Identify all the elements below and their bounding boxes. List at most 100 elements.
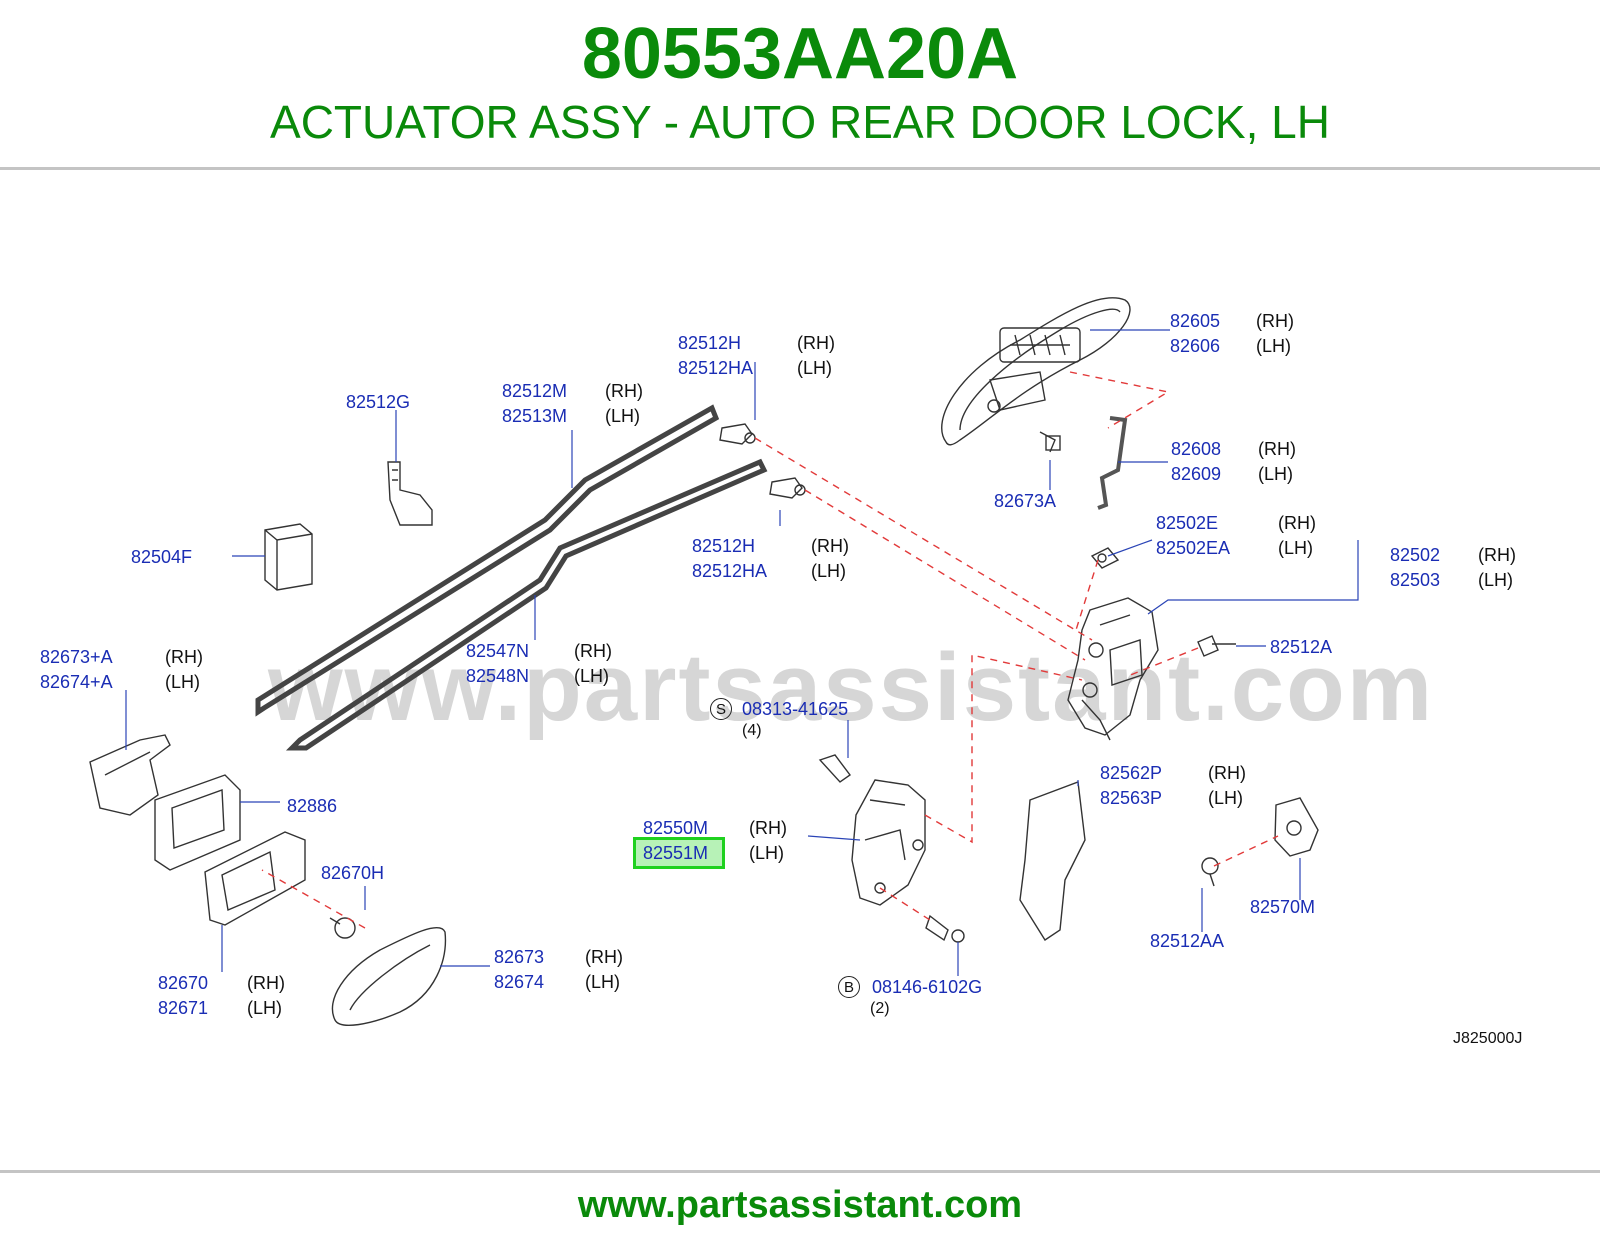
label-82550m[interactable]: 82550M [643,818,709,838]
label-82551m-selected[interactable]: 82551M [643,843,709,863]
assembly-lines [261,371,1279,929]
label-82503-side: (LH) [1478,570,1513,590]
label-82563p-side: (LH) [1208,788,1243,808]
door-latch-82502 [1067,597,1159,741]
label-82512h-top[interactable]: 82512H [678,333,742,353]
label-82609-side: (LH) [1258,464,1293,484]
leader-lines [125,329,1359,976]
label-82512ha-mid[interactable]: 82512HA [692,561,768,581]
label-82502-side: (RH) [1478,545,1516,565]
screw-82512a [1197,635,1236,657]
footer-site-link[interactable]: www.partsassistant.com [577,1184,1023,1226]
label-82562p-side: (RH) [1208,763,1246,783]
label-08146-qty: (2) [870,1000,890,1017]
block-82504f [264,523,313,591]
label-82512h-mid-side: (RH) [811,536,849,556]
label-82562p[interactable]: 82562P [1100,763,1163,783]
label-82547n[interactable]: 82547N [466,641,530,661]
label-82606-side: (LH) [1256,336,1291,356]
screw-82670h [329,917,356,939]
label-82673[interactable]: 82673 [494,947,545,967]
label-82670h[interactable]: 82670H [321,863,385,883]
label-82512ha-mid-side: (LH) [811,561,846,581]
screw-82512aa [1201,857,1219,887]
label-82512ha-top-side: (LH) [797,358,832,378]
label-82512ha-top[interactable]: 82512HA [678,358,754,378]
label-82502e[interactable]: 82502E [1156,513,1219,533]
footer-divider [0,1170,1600,1173]
label-82674-side: (LH) [585,972,620,992]
seal-82886 [154,774,241,871]
clip-82512h-mid [769,477,806,499]
rod-82547n [285,458,768,751]
label-82512m[interactable]: 82512M [502,381,568,401]
label-82670-side: (RH) [247,973,285,993]
label-82513m[interactable]: 82513M [502,406,568,426]
page-title-part-number: 80553AA20A [581,14,1019,94]
protector-82562p [1019,781,1086,941]
label-82673a[interactable]: 82673A [994,491,1057,511]
clip-82512h-top [719,423,756,445]
label-82512m-side: (RH) [605,381,643,401]
label-82512a[interactable]: 82512A [1270,637,1333,657]
diagram-reference-code: J825000J [1453,1030,1523,1047]
label-82673-plus-a[interactable]: 82673+A [40,647,113,667]
header-divider [0,167,1600,170]
inside-handle-82673 [331,927,447,1026]
label-08313-41625[interactable]: 08313-41625 [742,699,849,719]
label-82608[interactable]: 82608 [1171,439,1222,459]
bolt-08146 [925,914,965,943]
rod-82512m [255,404,720,717]
actuator-82550m [851,779,926,906]
escutcheon-82670 [204,831,306,926]
special-screw-symbol: S [710,698,732,720]
label-08313-qty: (4) [742,722,762,739]
label-82512g[interactable]: 82512G [346,392,411,412]
handle-bracket-82673a [89,734,171,816]
label-82886[interactable]: 82886 [287,796,338,816]
label-82550m-side: (RH) [749,818,787,838]
rod-82608 [1097,416,1128,510]
label-82609[interactable]: 82609 [1171,464,1222,484]
label-82551m-side: (LH) [749,843,784,863]
label-82674[interactable]: 82674 [494,972,545,992]
label-82548n[interactable]: 82548N [466,666,530,686]
label-08146-6102g[interactable]: 08146-6102G [872,977,983,997]
bolt-symbol: B [838,976,860,998]
label-82512h-mid[interactable]: 82512H [692,536,756,556]
selected-part-highlight [633,837,725,869]
label-82548n-side: (LH) [574,666,609,686]
outside-handle-82605 [941,297,1131,446]
label-82673-side: (RH) [585,947,623,967]
label-82674-plus-a[interactable]: 82674+A [40,672,113,692]
label-82502e-side: (RH) [1278,513,1316,533]
label-82673-plus-a-side: (RH) [165,647,203,667]
label-82502ea-side: (LH) [1278,538,1313,558]
bolt-82673a [1039,431,1061,453]
label-82670[interactable]: 82670 [158,973,209,993]
clip-82502e [1090,547,1120,569]
label-82512aa[interactable]: 82512AA [1150,931,1225,951]
striker-82570m [1274,797,1319,857]
label-82570m[interactable]: 82570M [1250,897,1316,917]
label-82671[interactable]: 82671 [158,998,209,1018]
label-82674-plus-a-side: (LH) [165,672,200,692]
label-82502[interactable]: 82502 [1390,545,1441,565]
label-82606[interactable]: 82606 [1170,336,1221,356]
label-82671-side: (LH) [247,998,282,1018]
watermark: www.partsassistant.com [268,634,1435,741]
page-subtitle-description: ACTUATOR ASSY - AUTO REAR DOOR LOCK, LH [270,96,1330,148]
label-82605-side: (RH) [1256,311,1294,331]
label-82502ea[interactable]: 82502EA [1156,538,1231,558]
clip-82512g [387,461,433,526]
label-82504f[interactable]: 82504F [131,547,193,567]
label-82563p[interactable]: 82563P [1100,788,1163,808]
label-82605[interactable]: 82605 [1170,311,1221,331]
label-82503[interactable]: 82503 [1390,570,1441,590]
bolt-08313 [818,754,851,783]
label-82513m-side: (LH) [605,406,640,426]
label-82547n-side: (RH) [574,641,612,661]
label-82512h-top-side: (RH) [797,333,835,353]
label-82608-side: (RH) [1258,439,1296,459]
